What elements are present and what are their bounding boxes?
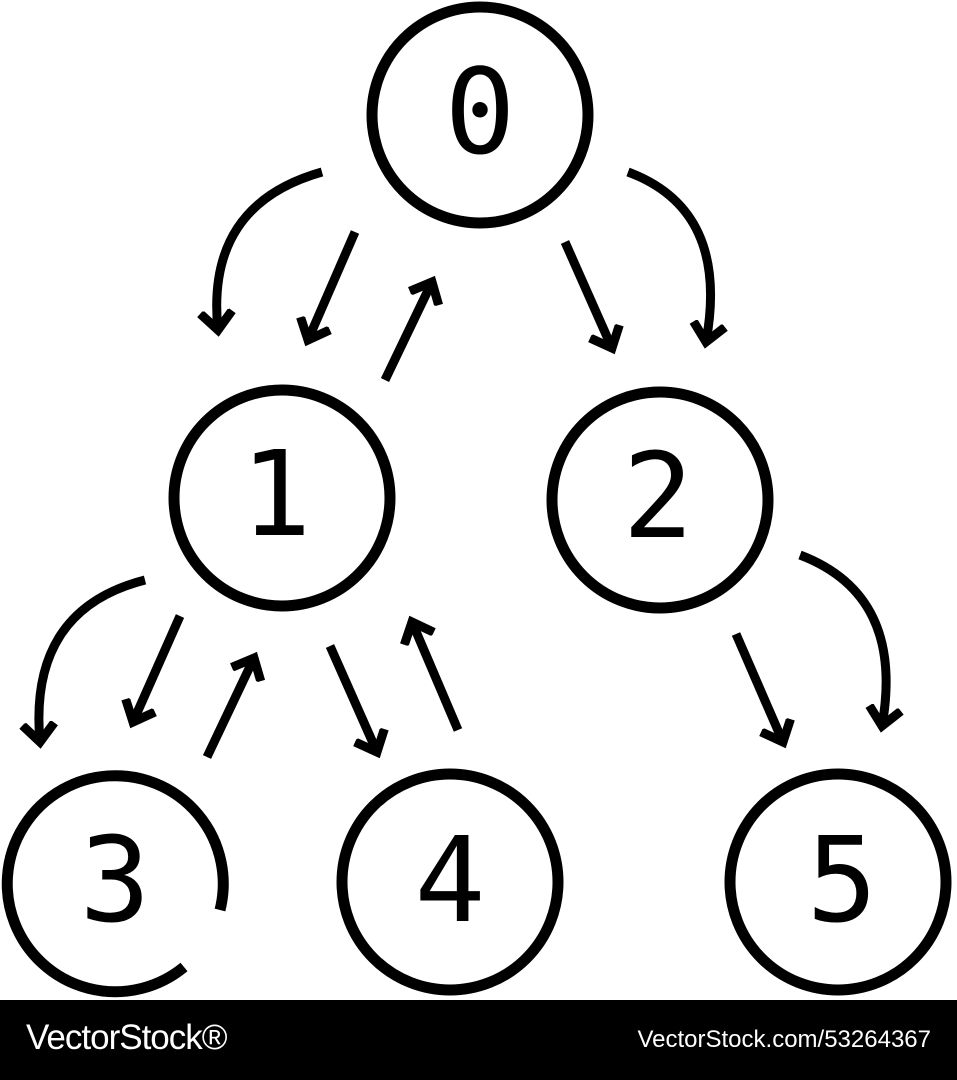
- edge-0-2-straight: [560, 240, 612, 348]
- node-2-label: 2: [622, 427, 693, 565]
- edge-2-5-straight: [731, 632, 783, 742]
- node-4-label: 4: [414, 811, 485, 949]
- node-0-label: 0: [444, 43, 515, 181]
- edge-3-1-straight: [202, 658, 254, 759]
- tree-diagram: 0 1 2 3 4 5: [1, 1, 952, 998]
- edge-1-0-straight: [380, 282, 432, 382]
- watermark-footer: VectorStock® VectorStock.com/53264367: [0, 1000, 957, 1080]
- edge-1-3-straight: [133, 614, 185, 722]
- node-5-label: 5: [806, 811, 877, 949]
- node-4: 4: [336, 768, 564, 996]
- edge-1-3-curved: [39, 575, 147, 742]
- node-3: 3: [1, 770, 229, 998]
- node-3-label: 3: [79, 811, 150, 949]
- brand-logo: VectorStock®: [26, 1018, 228, 1057]
- edge-2-5-curved: [798, 550, 886, 726]
- edge-0-2-curved: [626, 167, 711, 342]
- node-2: 2: [546, 386, 774, 614]
- node-1-label: 1: [240, 425, 311, 563]
- node-5: 5: [724, 768, 952, 996]
- stock-id-text: VectorStock.com/53264367: [637, 1026, 931, 1053]
- edge-1-4-straight: [325, 644, 377, 752]
- edge-0-1-curved: [217, 167, 324, 330]
- edge-4-1-straight: [412, 622, 463, 732]
- node-0: 0: [366, 1, 594, 229]
- edge-0-1-straight: [308, 230, 360, 340]
- node-1: 1: [168, 384, 396, 612]
